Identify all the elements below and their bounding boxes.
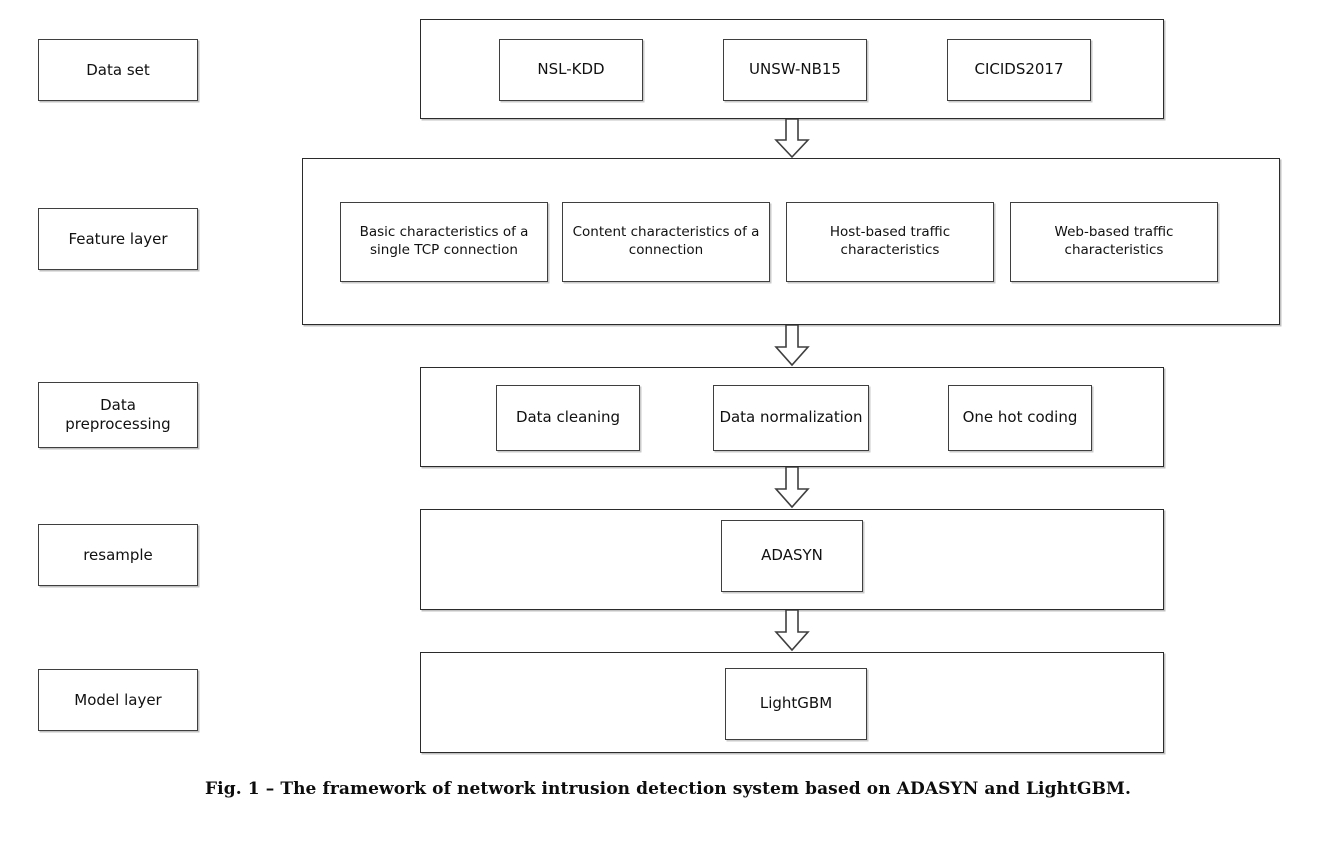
stage-label-text: Feature layer (68, 229, 168, 248)
preprocessing-item-data-cleaning: Data cleaning (496, 385, 640, 451)
preprocessing-item-data-normalization: Data normalization (713, 385, 869, 451)
feature-item-label: Web-based traffic characteristics (1054, 224, 1174, 258)
row-container-data-set: NSL-KDD UNSW-NB15 CICIDS2017 (420, 19, 1164, 119)
resample-item-label: ADASYN (761, 546, 823, 565)
preprocessing-item-label: Data cleaning (515, 408, 621, 427)
dataset-item-label: UNSW-NB15 (749, 60, 841, 79)
block-arrow-down-icon (774, 466, 810, 509)
arrow-feature-to-preprocessing (770, 324, 814, 367)
feature-item-label: Host-based traffic characteristics (829, 224, 951, 258)
dataset-item-unsw-nb15: UNSW-NB15 (723, 39, 867, 101)
arrow-dataset-to-feature (770, 118, 814, 159)
dataset-item-nsl-kdd: NSL-KDD (499, 39, 643, 101)
stage-label-feature-layer: Feature layer (38, 208, 198, 270)
arrow-preprocessing-to-resample (770, 466, 814, 509)
row-container-resample: ADASYN (420, 509, 1164, 610)
stage-label-model-layer: Model layer (38, 669, 198, 731)
preprocessing-item-one-hot-coding: One hot coding (948, 385, 1092, 451)
feature-item-basic-characteristics: Basic characteristics of a single TCP co… (340, 202, 548, 282)
stage-label-text: Model layer (74, 690, 162, 709)
stage-label-text: resample (83, 545, 153, 564)
preprocessing-item-label: One hot coding (962, 408, 1078, 427)
model-item-label: LightGBM (759, 694, 833, 713)
row-container-data-preprocessing: Data cleaning Data normalization One hot… (420, 367, 1164, 467)
block-arrow-down-icon (774, 118, 810, 159)
dataset-item-label: NSL-KDD (537, 60, 605, 79)
stage-label-data-set: Data set (38, 39, 198, 101)
model-item-lightgbm: LightGBM (725, 668, 867, 740)
feature-item-label: Basic characteristics of a single TCP co… (359, 224, 529, 258)
feature-item-host-based-traffic: Host-based traffic characteristics (786, 202, 994, 282)
block-arrow-down-icon (774, 324, 810, 367)
preprocessing-item-label: Data normalization (719, 408, 863, 427)
feature-item-content-characteristics: Content characteristics of a connection (562, 202, 770, 282)
stage-label-text: Data set (86, 60, 150, 79)
stage-label-resample: resample (38, 524, 198, 586)
figure-caption-text: Fig. 1 – The framework of network intrus… (205, 779, 1131, 799)
arrow-resample-to-model (770, 609, 814, 652)
row-container-model-layer: LightGBM (420, 652, 1164, 753)
feature-item-label: Content characteristics of a connection (572, 224, 760, 258)
figure-caption: Fig. 1 – The framework of network intrus… (0, 779, 1336, 799)
row-container-feature-layer: Basic characteristics of a single TCP co… (302, 158, 1280, 325)
dataset-item-label: CICIDS2017 (974, 60, 1064, 79)
feature-item-web-based-traffic: Web-based traffic characteristics (1010, 202, 1218, 282)
block-arrow-down-icon (774, 609, 810, 652)
stage-label-text: Data preprocessing (65, 396, 171, 433)
dataset-item-cicids2017: CICIDS2017 (947, 39, 1091, 101)
resample-item-adasyn: ADASYN (721, 520, 863, 592)
stage-label-data-preprocessing: Data preprocessing (38, 382, 198, 448)
